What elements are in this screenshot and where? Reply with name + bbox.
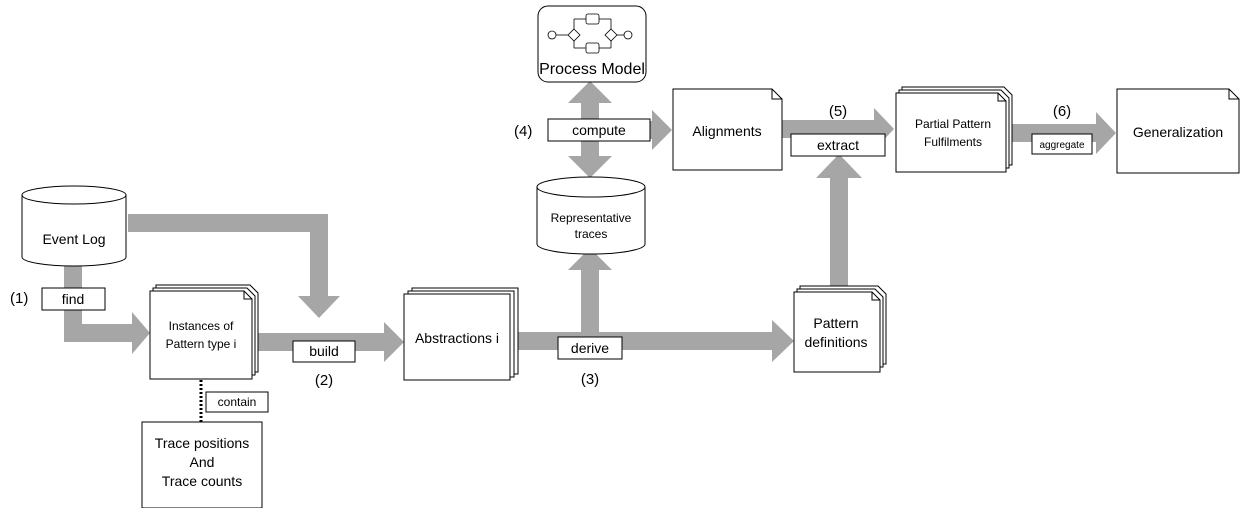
derive-action: derive xyxy=(557,336,623,360)
derive-label: derive xyxy=(571,340,609,356)
bpmn-thumbnail-icon xyxy=(547,13,633,54)
pattern-defs-label-line2: definitions xyxy=(804,334,867,350)
arrow-log-right xyxy=(128,214,328,232)
instances-doc-stack: Instances of Pattern type i xyxy=(149,284,259,380)
event-log-label: Event Log xyxy=(42,231,105,247)
contain-label: contain xyxy=(218,395,257,409)
trace-positions-line3: Trace counts xyxy=(162,473,242,489)
compute-label: compute xyxy=(572,122,626,138)
step-5: (5) xyxy=(829,103,847,120)
arrow-patterns-to-extract xyxy=(816,154,862,292)
arrow-compute-to-model xyxy=(568,81,612,120)
partial-label-line1: Partial Pattern xyxy=(915,117,991,131)
representative-label-line1: Representative xyxy=(551,211,632,225)
build-label: build xyxy=(309,343,339,359)
alignments-doc: Alignments xyxy=(672,88,783,171)
arrow-derive-to-traces xyxy=(568,248,612,332)
instances-label-line2: Pattern type i xyxy=(166,337,237,351)
find-label: find xyxy=(62,291,85,307)
aggregate-label: aggregate xyxy=(1039,140,1084,151)
event-log-store: Event Log xyxy=(21,185,127,267)
trace-positions-box: Trace positions And Trace counts xyxy=(141,421,263,509)
step-6: (6) xyxy=(1053,103,1071,120)
partial-label-line2: Fulfilments xyxy=(924,135,982,149)
alignments-label: Alignments xyxy=(692,123,761,139)
pattern-definitions-doc-stack: Pattern definitions xyxy=(793,285,887,373)
step-4: (4) xyxy=(514,123,532,140)
find-action: find xyxy=(41,287,106,311)
pattern-defs-label-line1: Pattern xyxy=(813,315,858,331)
abstractions-label: Abstractions i xyxy=(415,330,499,346)
abstractions-doc-stack: Abstractions i xyxy=(403,287,519,381)
arrow-abstractions-to-patterns xyxy=(516,320,794,362)
step-1: (1) xyxy=(10,290,28,307)
arrow-alignments-to-partial xyxy=(782,108,894,150)
step-2: (2) xyxy=(315,372,333,389)
arrow-find-to-instances xyxy=(64,312,150,354)
contain-action: contain xyxy=(205,391,269,413)
arrow-compute-to-alignments xyxy=(650,110,672,150)
partial-fulfilments-doc-stack: Partial Pattern Fulfilments xyxy=(895,86,1013,173)
extract-action: extract xyxy=(790,133,886,157)
arrow-compute-to-traces xyxy=(568,140,612,178)
step-3: (3) xyxy=(581,371,599,388)
build-action: build xyxy=(292,340,356,363)
representative-label-line2: traces xyxy=(575,227,608,241)
trace-positions-line2: And xyxy=(190,454,215,470)
process-model-box: Process Model xyxy=(537,5,647,83)
representative-traces-store: Representative traces xyxy=(536,176,646,255)
generalization-label: Generalization xyxy=(1133,124,1223,140)
extract-label: extract xyxy=(817,137,859,153)
aggregate-action: aggregate xyxy=(1031,133,1093,155)
process-model-label: Process Model xyxy=(539,61,645,78)
arrow-partial-to-generalization xyxy=(1012,112,1116,154)
compute-action: compute xyxy=(547,118,651,142)
trace-positions-line1: Trace positions xyxy=(155,435,249,451)
instances-label-line1: Instances of xyxy=(169,319,234,333)
arrow-log-to-build xyxy=(298,214,340,318)
generalization-doc: Generalization xyxy=(1116,88,1240,174)
